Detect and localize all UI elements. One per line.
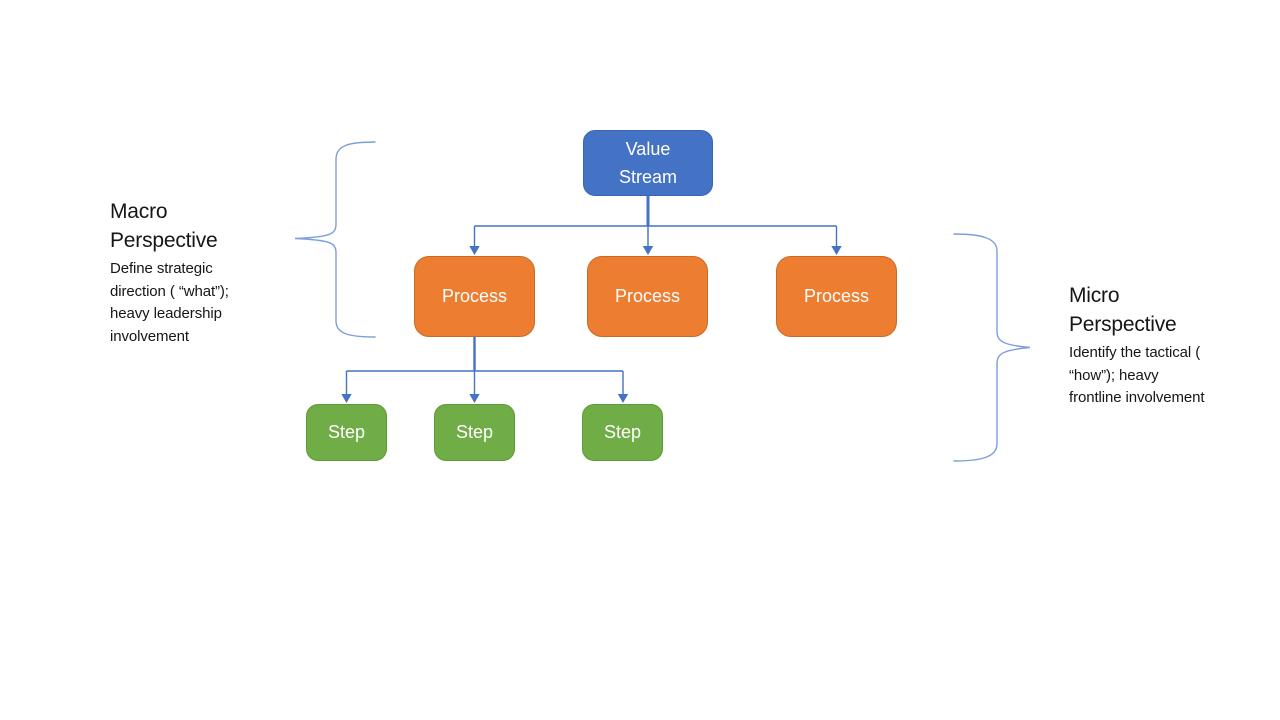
- arrow-down-icon: [469, 394, 480, 403]
- annotation-micro: Micro Perspective Identify the tactical …: [1069, 281, 1254, 410]
- micro-body-line3: frontline involvement: [1069, 389, 1205, 406]
- micro-body-line1: Identify the tactical (: [1069, 344, 1201, 361]
- micro-heading-line1: Micro: [1069, 284, 1120, 307]
- node-step-3: Step: [582, 404, 663, 461]
- arrow-down-icon: [642, 246, 654, 255]
- value-stream-label-line1: Value: [625, 139, 671, 159]
- level2-connector: [341, 337, 629, 403]
- level1-connector: [469, 196, 842, 255]
- micro-heading-line2: Perspective: [1069, 313, 1177, 336]
- node-process-2: Process: [587, 256, 708, 337]
- value-stream-label-line2: Stream: [618, 167, 678, 187]
- micro-body: Identify the tactical ( “how”); heavy fr…: [1069, 342, 1254, 410]
- micro-heading: Micro Perspective: [1069, 281, 1254, 339]
- arrow-down-icon: [341, 394, 352, 403]
- process-label: Process: [614, 286, 681, 306]
- macro-body: Define strategic direction ( “what”); he…: [110, 258, 290, 348]
- macro-body-line3: heavy leadership: [110, 305, 222, 322]
- left-curly-brace: [294, 141, 376, 338]
- step-label: Step: [327, 422, 366, 442]
- node-process-1: Process: [414, 256, 535, 337]
- macro-heading: Macro Perspective: [110, 197, 290, 255]
- node-process-3: Process: [776, 256, 897, 337]
- macro-body-line1: Define strategic: [110, 260, 213, 277]
- arrow-down-icon: [617, 394, 629, 403]
- node-step-2: Step: [434, 404, 515, 461]
- annotation-macro: Macro Perspective Define strategic direc…: [110, 197, 290, 348]
- arrow-down-icon: [469, 246, 480, 255]
- micro-body-line2: “how”); heavy: [1069, 366, 1159, 384]
- arrow-down-icon: [831, 246, 842, 255]
- macro-heading-line1: Macro: [110, 200, 168, 223]
- macro-body-line2: direction ( “what”);: [110, 282, 229, 300]
- step-label: Step: [603, 422, 642, 442]
- process-label: Process: [803, 286, 870, 306]
- node-value-stream: Value Stream: [583, 130, 713, 196]
- macro-heading-line2: Perspective: [110, 229, 218, 252]
- process-label: Process: [441, 286, 508, 306]
- macro-body-line4: involvement: [110, 327, 189, 345]
- right-curly-brace: [953, 233, 1031, 462]
- node-step-1: Step: [306, 404, 387, 461]
- step-label: Step: [455, 422, 494, 442]
